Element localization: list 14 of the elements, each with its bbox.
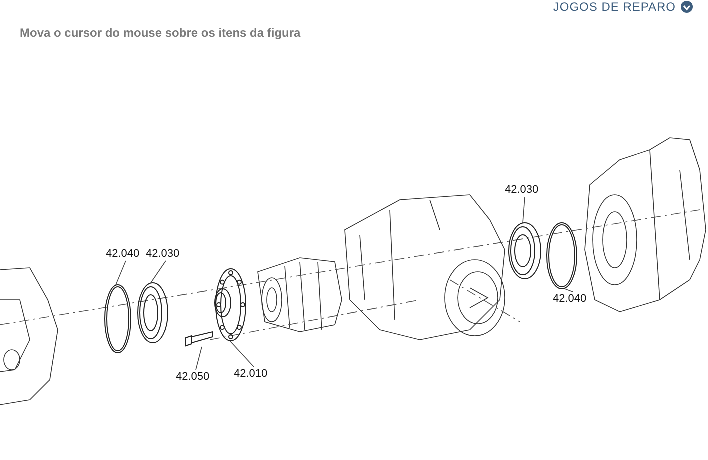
callout-number: 42.030 [146,247,180,261]
leader-line [230,340,254,368]
repair-kits-link: JOGOS DE REPARO [553,0,676,14]
instruction-text: Mova o cursor do mouse sobre os itens da figura [20,26,301,40]
leader-line [522,196,526,224]
callout-number: 42.010 [234,367,268,381]
callout-number: 42.030 [505,183,539,197]
callout-number: 42.040 [553,292,587,306]
callout-number: 42.040 [106,247,140,261]
leader-line [150,260,166,284]
callout-number: 42.050 [176,370,210,384]
leader-line [196,346,202,370]
leader-line [116,260,126,286]
leader-line [564,288,574,292]
